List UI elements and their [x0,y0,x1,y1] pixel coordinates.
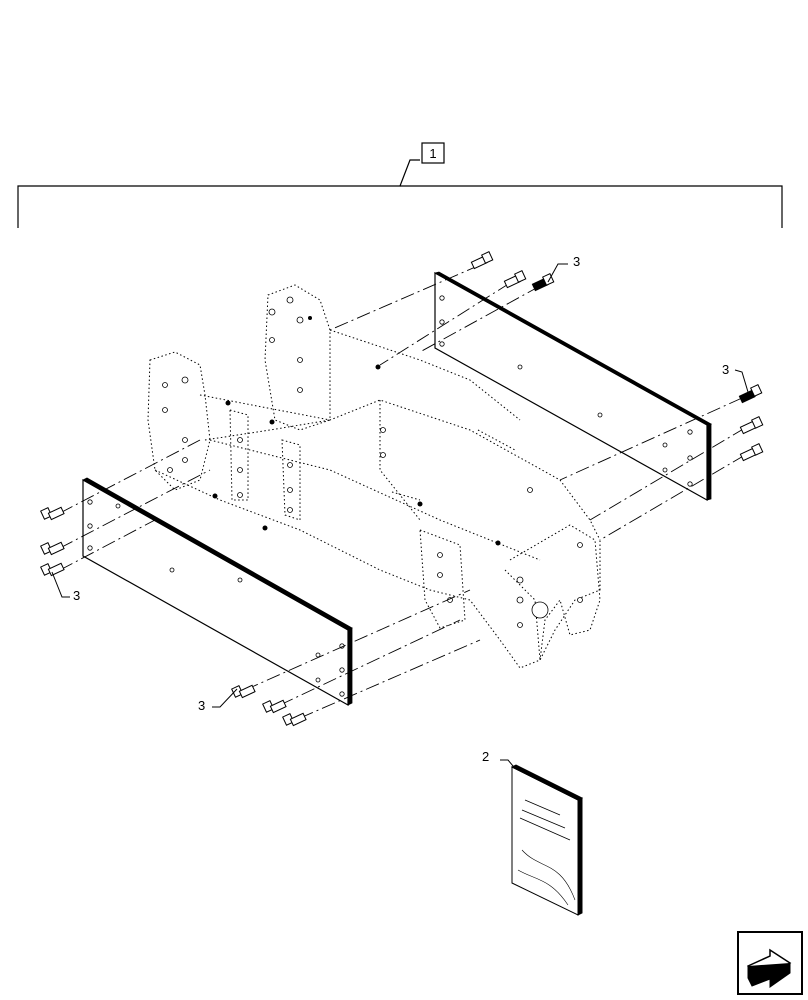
callout-3-top: 3 [573,254,580,269]
callout-leaders [51,263,749,773]
assembly-bracket [17,159,783,228]
callout-3-bottom: 3 [198,698,205,713]
lower-left-plate [82,477,353,707]
bolt-icon [40,541,65,556]
bolt-icon [739,416,764,435]
frame-bolt-dots [212,316,501,546]
bolt-icon [531,273,555,292]
bolt-icon [503,270,527,289]
callout-1-box [421,142,445,164]
frame-holes [162,296,583,628]
manual-booklet [510,764,584,916]
callout-2-label: 2 [482,749,489,764]
bolt-icon [40,506,65,521]
bolt-group-bottom [231,684,307,727]
upper-right-plate [433,271,713,502]
navigation-arrow-icon [737,931,803,995]
callout-3-right: 3 [722,362,729,377]
alignment-lines [59,264,746,719]
bolt-icon [40,562,65,577]
bolt-icon [231,684,256,699]
bolt-icon [739,443,764,462]
bolt-icon [470,251,494,270]
bolt-group-top [470,251,555,292]
bolt-icon [262,699,287,714]
bolt-group-left [40,506,65,577]
frame-outline [147,284,601,669]
bolt-icon [282,712,307,727]
bolt-group-right [738,384,764,462]
callout-1-label: 1 [429,146,436,161]
bolt-icon [738,384,763,404]
callout-3-left: 3 [73,588,80,603]
